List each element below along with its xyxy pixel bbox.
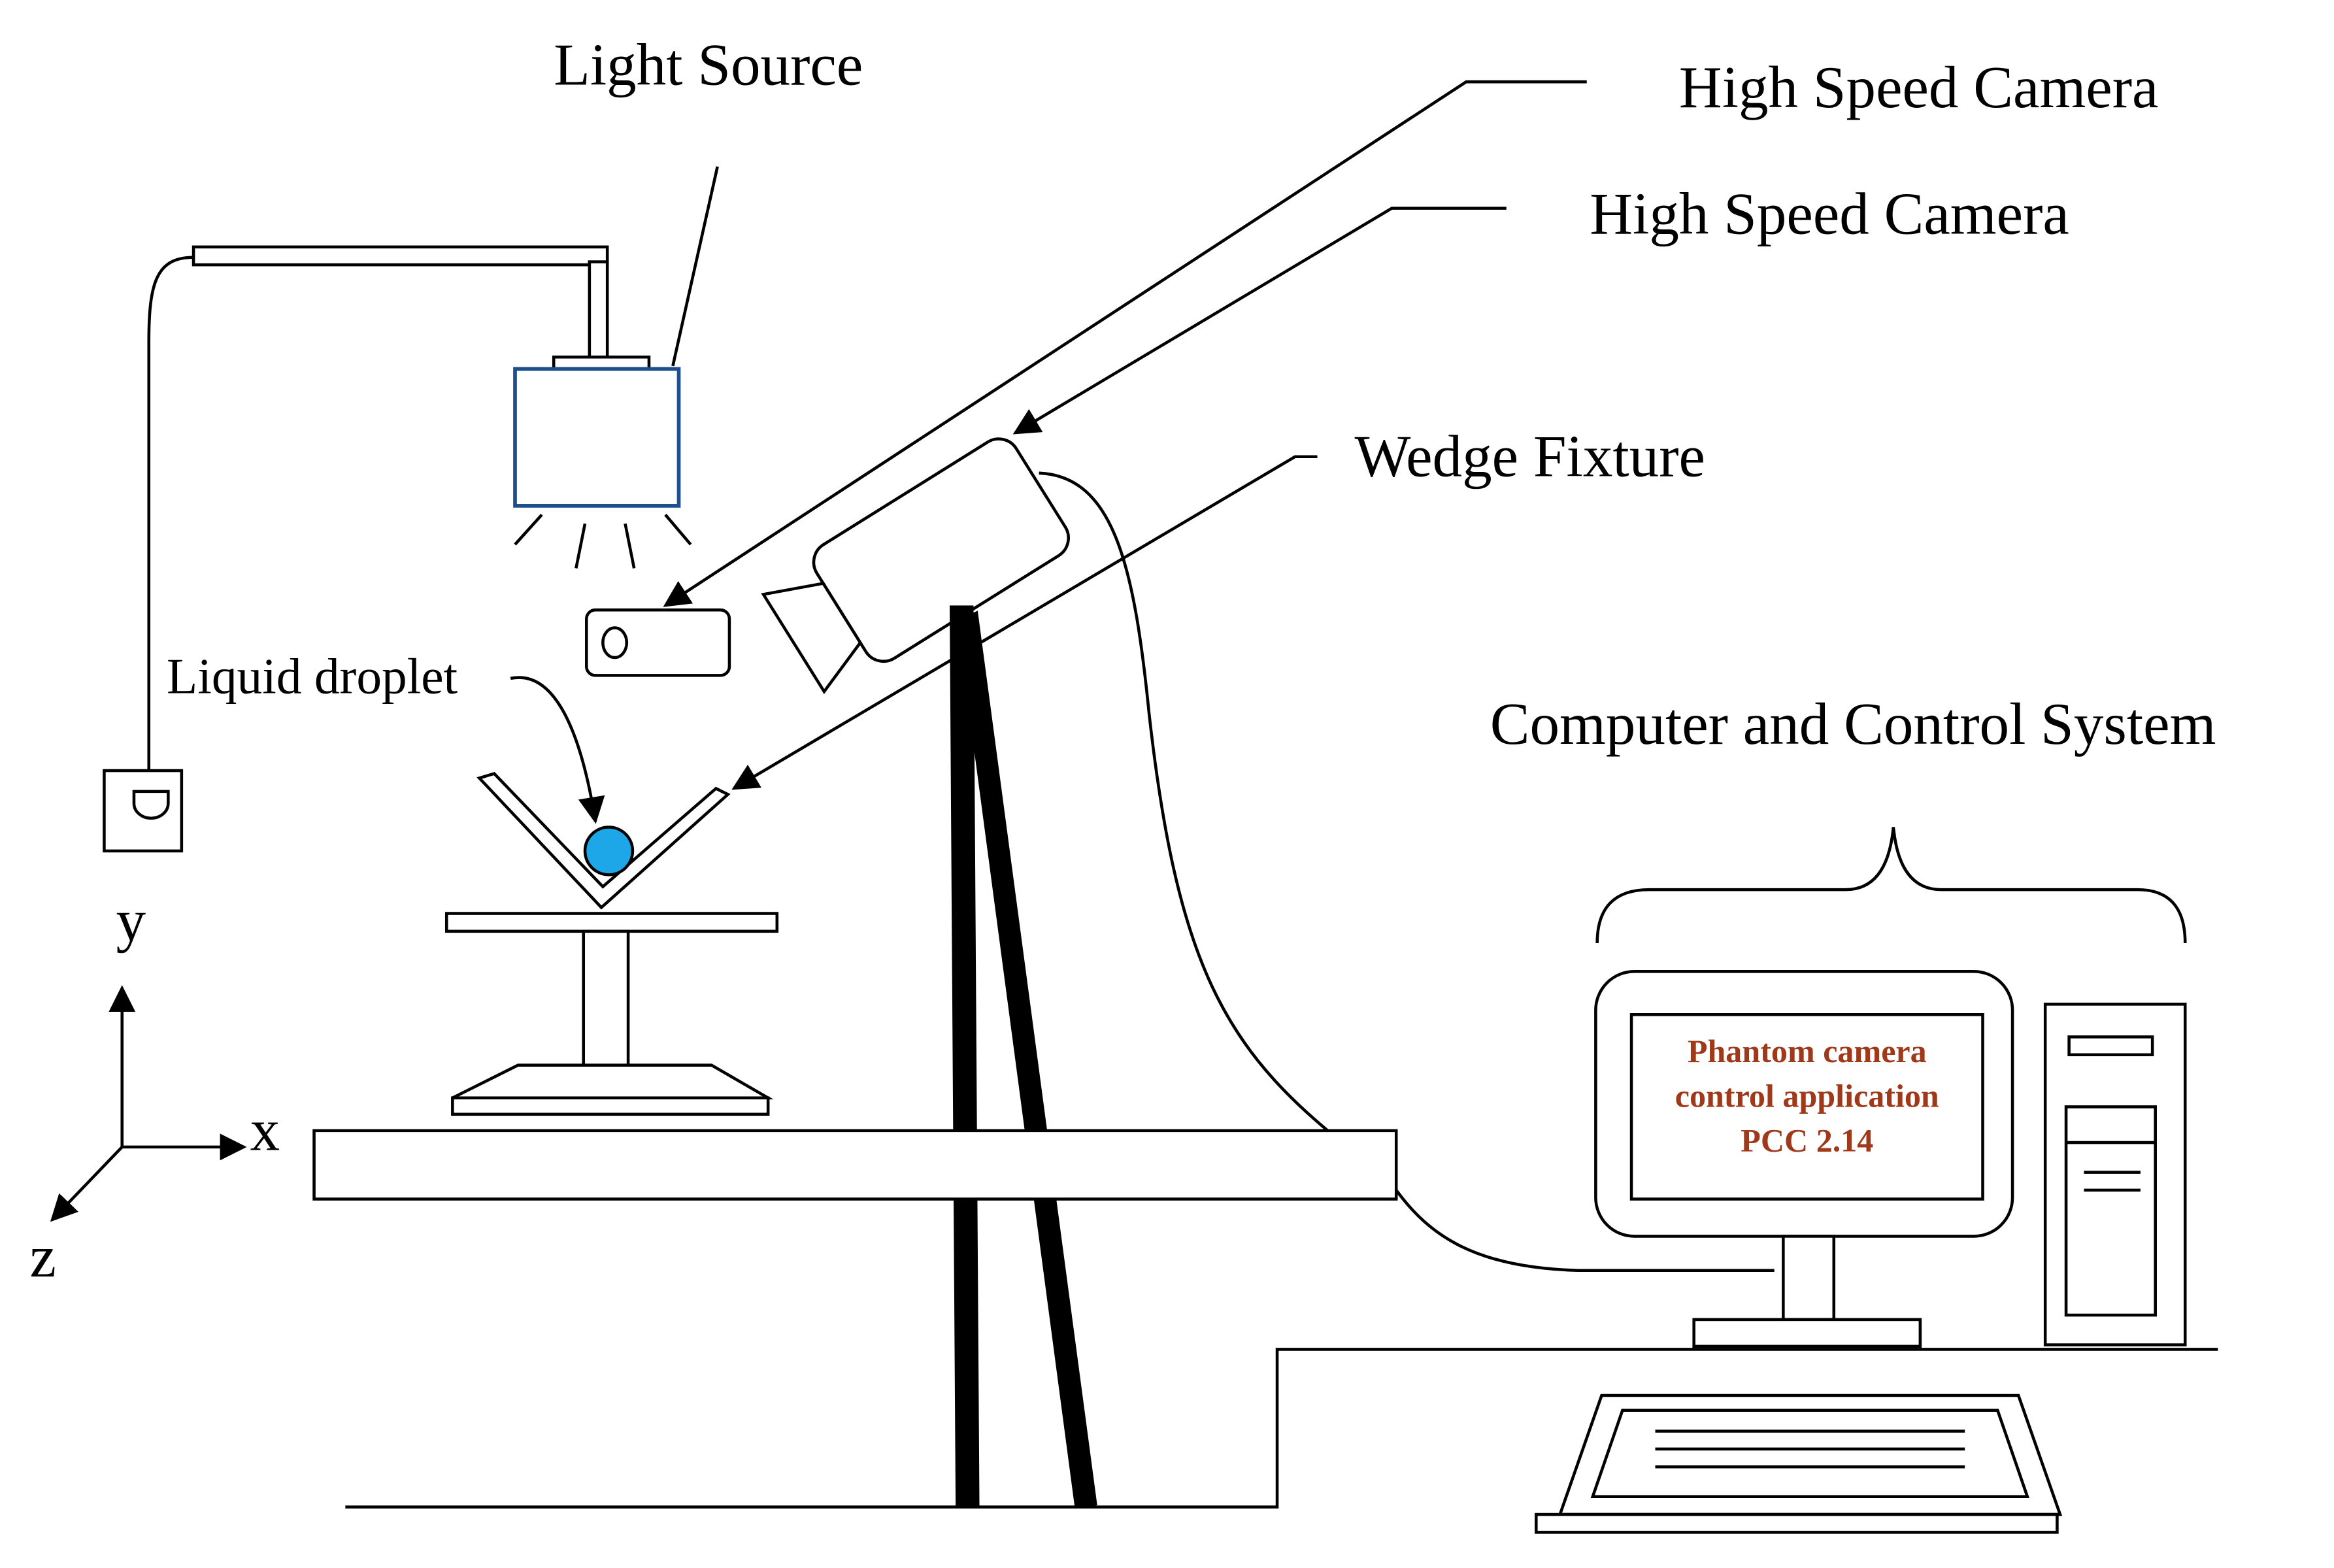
keyboard bbox=[1535, 1393, 2063, 1534]
high-speed-camera-label-2: High Speed Camera bbox=[1590, 180, 2069, 246]
keyboard-front-edge bbox=[1535, 1512, 2059, 1534]
monitor-screen bbox=[1629, 1013, 1984, 1201]
stage-column bbox=[582, 929, 630, 1082]
screen-line-3: PCC 2.14 bbox=[1741, 1122, 1873, 1159]
light-source-post bbox=[588, 260, 609, 362]
tripod-leg-right bbox=[957, 610, 1097, 1509]
high-speed-camera-label-1: High Speed Camera bbox=[1679, 54, 2159, 120]
big-camera bbox=[761, 437, 1070, 695]
power-supply-plug bbox=[132, 790, 170, 820]
small-camera-body bbox=[585, 608, 731, 677]
computer-monitor bbox=[1594, 970, 2014, 1348]
stage-top-plate bbox=[444, 912, 779, 933]
wedge-fixture bbox=[476, 771, 731, 910]
computer-tower bbox=[2043, 1003, 2187, 1346]
monitor-neck bbox=[1782, 1235, 1836, 1322]
optical-table bbox=[312, 1129, 1398, 1201]
camera-cable bbox=[1039, 471, 1329, 1132]
stage-base-plate bbox=[451, 1096, 770, 1116]
wedge-fixture-label: Wedge Fixture bbox=[1354, 423, 1705, 489]
axis-x-label: x bbox=[250, 1097, 280, 1163]
computer-system-label: Computer and Control System bbox=[1490, 691, 2216, 757]
keyboard-key-area bbox=[1590, 1409, 2030, 1499]
light-source-box bbox=[513, 367, 681, 508]
screen-line-1: Phantom camera bbox=[1688, 1033, 1927, 1069]
light-source-label: Light Source bbox=[554, 32, 863, 98]
computer-system-brace bbox=[1595, 827, 2187, 944]
axis-y-label: y bbox=[116, 888, 146, 954]
tower-panel bbox=[2064, 1105, 2157, 1317]
liquid-droplet-label: Liquid droplet bbox=[167, 648, 458, 705]
camera-1-leader bbox=[663, 80, 1587, 607]
small-camera-lens bbox=[601, 626, 629, 659]
light-source-cable bbox=[147, 256, 194, 771]
screen-line-2: control application bbox=[1675, 1077, 1939, 1114]
big-camera-lens bbox=[761, 582, 862, 695]
camera-2-leader bbox=[1012, 207, 1507, 435]
small-camera bbox=[585, 608, 731, 677]
floor-line bbox=[345, 1348, 2218, 1509]
droplet-leader bbox=[510, 676, 605, 824]
table-to-computer-cable bbox=[1395, 1189, 1775, 1273]
light-source-leader bbox=[671, 166, 719, 367]
coordinate-axes bbox=[50, 985, 247, 1222]
z-axis bbox=[50, 1146, 124, 1222]
stage-base bbox=[452, 1063, 774, 1100]
light-source-arm bbox=[192, 245, 609, 267]
tower-drive-slot bbox=[2067, 1035, 2154, 1057]
wedge-leader bbox=[731, 455, 1318, 790]
axis-z-label: z bbox=[30, 1224, 56, 1290]
light-source-assembly bbox=[103, 166, 719, 853]
light-rays bbox=[514, 514, 692, 569]
monitor-base bbox=[1692, 1318, 1922, 1348]
stage bbox=[444, 912, 779, 1116]
liquid-droplet bbox=[583, 826, 635, 876]
